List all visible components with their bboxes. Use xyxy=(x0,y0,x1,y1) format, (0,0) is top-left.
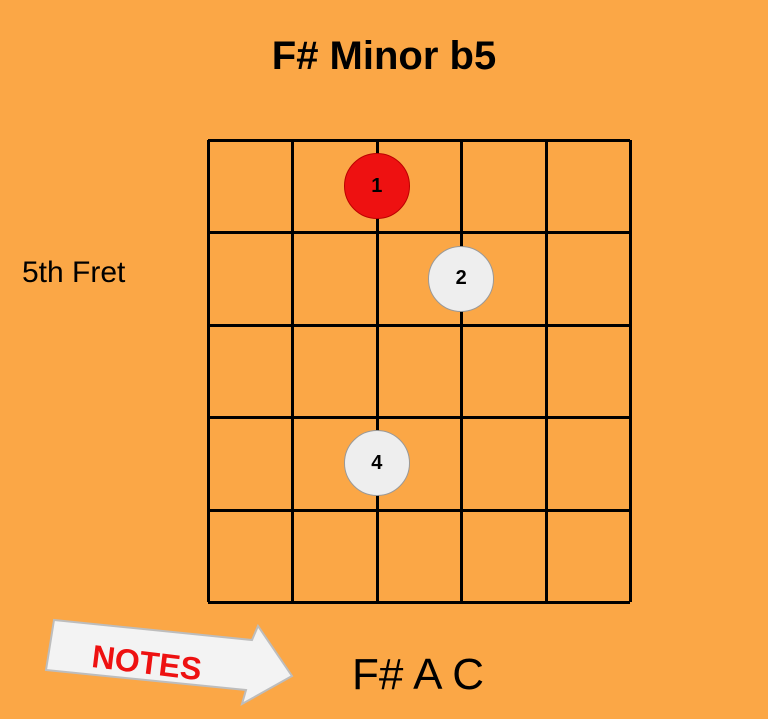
fret-line xyxy=(208,416,630,420)
finger-dot: 4 xyxy=(343,430,410,497)
finger-dot: 2 xyxy=(428,245,495,312)
chord-title: F# Minor b5 xyxy=(271,34,497,78)
chord-notes: F# A C xyxy=(352,650,485,699)
fret-line xyxy=(208,601,630,604)
string-line xyxy=(544,140,548,602)
string-line xyxy=(460,140,464,602)
notes-arrow-icon xyxy=(44,618,294,707)
string-line xyxy=(291,140,295,602)
root-finger-dot: 1 xyxy=(343,153,410,220)
string-line xyxy=(375,140,379,602)
fret-line xyxy=(208,508,630,512)
fret-position-label: 5th Fret xyxy=(22,256,126,289)
string-line xyxy=(207,140,210,602)
fret-line xyxy=(208,139,630,142)
fret-line xyxy=(208,231,630,235)
string-line xyxy=(629,140,632,602)
fret-line xyxy=(208,323,630,327)
